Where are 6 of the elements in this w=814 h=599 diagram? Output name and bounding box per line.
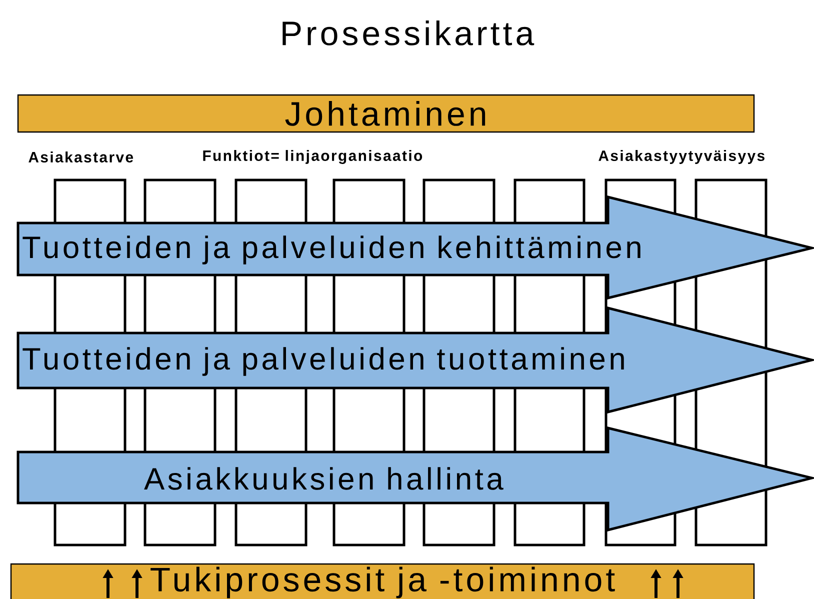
heading-label: Asiakastyytyväisyys: [598, 150, 764, 164]
process-band: Johtaminen: [17, 94, 755, 133]
heading-label: Funktiot= linjaorganisaatio: [203, 150, 422, 164]
title: Prosessikartta: [282, 20, 534, 46]
process-band: Tukiprosessit ja -toiminnot: [10, 563, 755, 599]
heading-label: Asiakastarve: [28, 152, 134, 162]
